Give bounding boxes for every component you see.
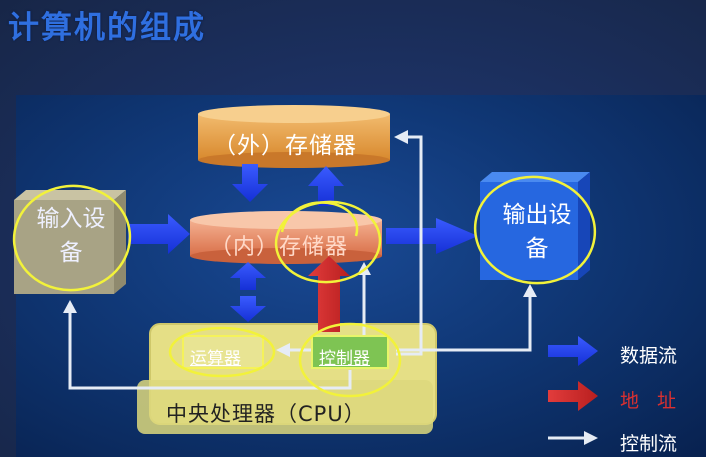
internal-storage-label: （内）存储器 (210, 235, 349, 260)
alu-label: 运算器 (190, 349, 241, 369)
highlight-circles (12, 175, 597, 398)
cpu-label: 中央处理器（CPU） (166, 402, 366, 426)
input-device-label: 输入设备 (36, 206, 106, 266)
legend-data-flow-label: 数据流 (620, 345, 678, 367)
external-storage-label: （外）存储器 (213, 133, 357, 159)
legend-address-arrow (548, 381, 598, 411)
data-flow-arrows (128, 164, 478, 322)
control-unit-label: 控制器 (319, 349, 370, 369)
output-device-label: 输出设备 (502, 202, 572, 262)
legend-data-arrow (548, 336, 598, 366)
internal-storage-cylinder (190, 211, 382, 264)
alu-box (182, 335, 264, 369)
legend-swatches (548, 336, 598, 445)
slide-title: 计算机的组成 (8, 10, 206, 46)
legend-address-label: 地址 (620, 390, 695, 412)
control-unit-box (311, 335, 389, 369)
legend-control-arrow (548, 431, 598, 445)
output-device-box (480, 172, 590, 280)
legend-control-flow-label: 控制流 (620, 433, 678, 455)
control-flow-lines (68, 135, 532, 390)
address-arrow (308, 256, 350, 332)
